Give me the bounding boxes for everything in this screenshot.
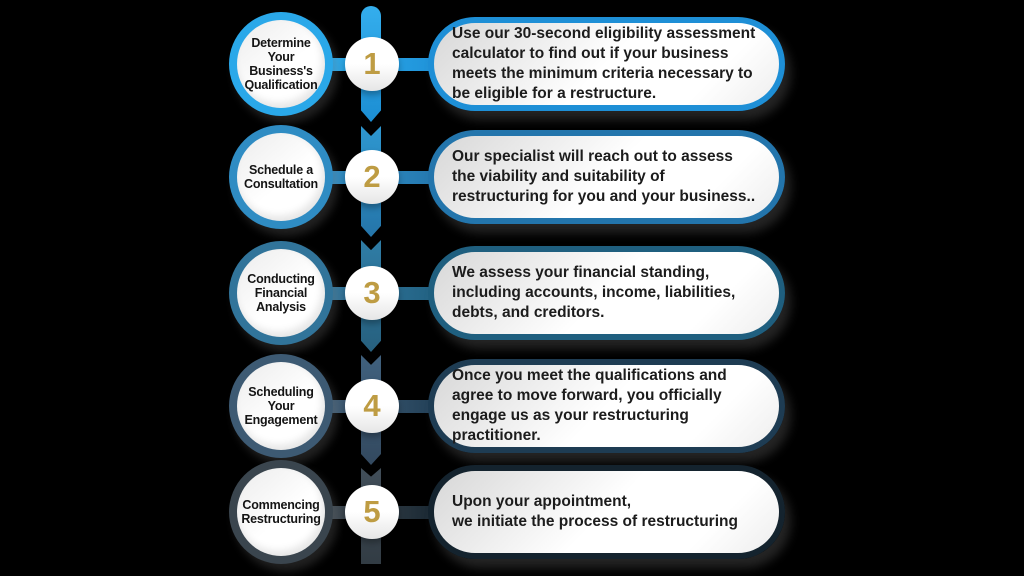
step-title: Conducting Financial Analysis [237,249,325,337]
step-description: Once you meet the qualifications and agr… [452,367,727,444]
step-number-badge-5: 5 [345,485,399,539]
process-step-row-1: Determine Your Business's Qualification … [0,12,1024,116]
step-number-badge-1: 1 [345,37,399,91]
step-description: Our specialist will reach out to assess … [452,148,756,205]
step-description: We assess your financial standing, inclu… [452,264,736,321]
step-number: 4 [363,388,381,423]
step-description-card-5: Upon your appointment, we initiate the p… [428,465,785,559]
step-number: 1 [363,46,381,81]
process-step-row-3: Conducting Financial Analysis 3 We asses… [0,241,1024,345]
step-number-badge-3: 3 [345,266,399,320]
process-step-row-2: Schedule a Consultation 2 Our specialist… [0,125,1024,229]
step-description: Upon your appointment, we initiate the p… [452,493,738,530]
process-step-row-4: Scheduling Your Engagement 4 Once you me… [0,354,1024,458]
step-title: Schedule a Consultation [237,133,325,221]
step-description-card-4: Once you meet the qualifications and agr… [428,359,785,453]
step-title-circle-1: Determine Your Business's Qualification [229,12,333,116]
step-title: Commencing Restructuring [237,468,325,556]
step-number: 3 [363,275,381,310]
step-title-circle-2: Schedule a Consultation [229,125,333,229]
step-title-circle-4: Scheduling Your Engagement [229,354,333,458]
step-number: 5 [363,494,381,529]
step-description-card-1: Use our 30-second eligibility assessment… [428,17,785,111]
step-description-card-2: Our specialist will reach out to assess … [428,130,785,224]
step-title: Scheduling Your Engagement [237,362,325,450]
step-title-circle-3: Conducting Financial Analysis [229,241,333,345]
step-description-card-3: We assess your financial standing, inclu… [428,246,785,340]
process-step-row-5: Commencing Restructuring 5 Upon your app… [0,460,1024,564]
step-title-circle-5: Commencing Restructuring [229,460,333,564]
step-number-badge-4: 4 [345,379,399,433]
step-number: 2 [363,159,381,194]
step-title: Determine Your Business's Qualification [237,20,325,108]
step-description: Use our 30-second eligibility assessment… [452,25,756,102]
step-number-badge-2: 2 [345,150,399,204]
